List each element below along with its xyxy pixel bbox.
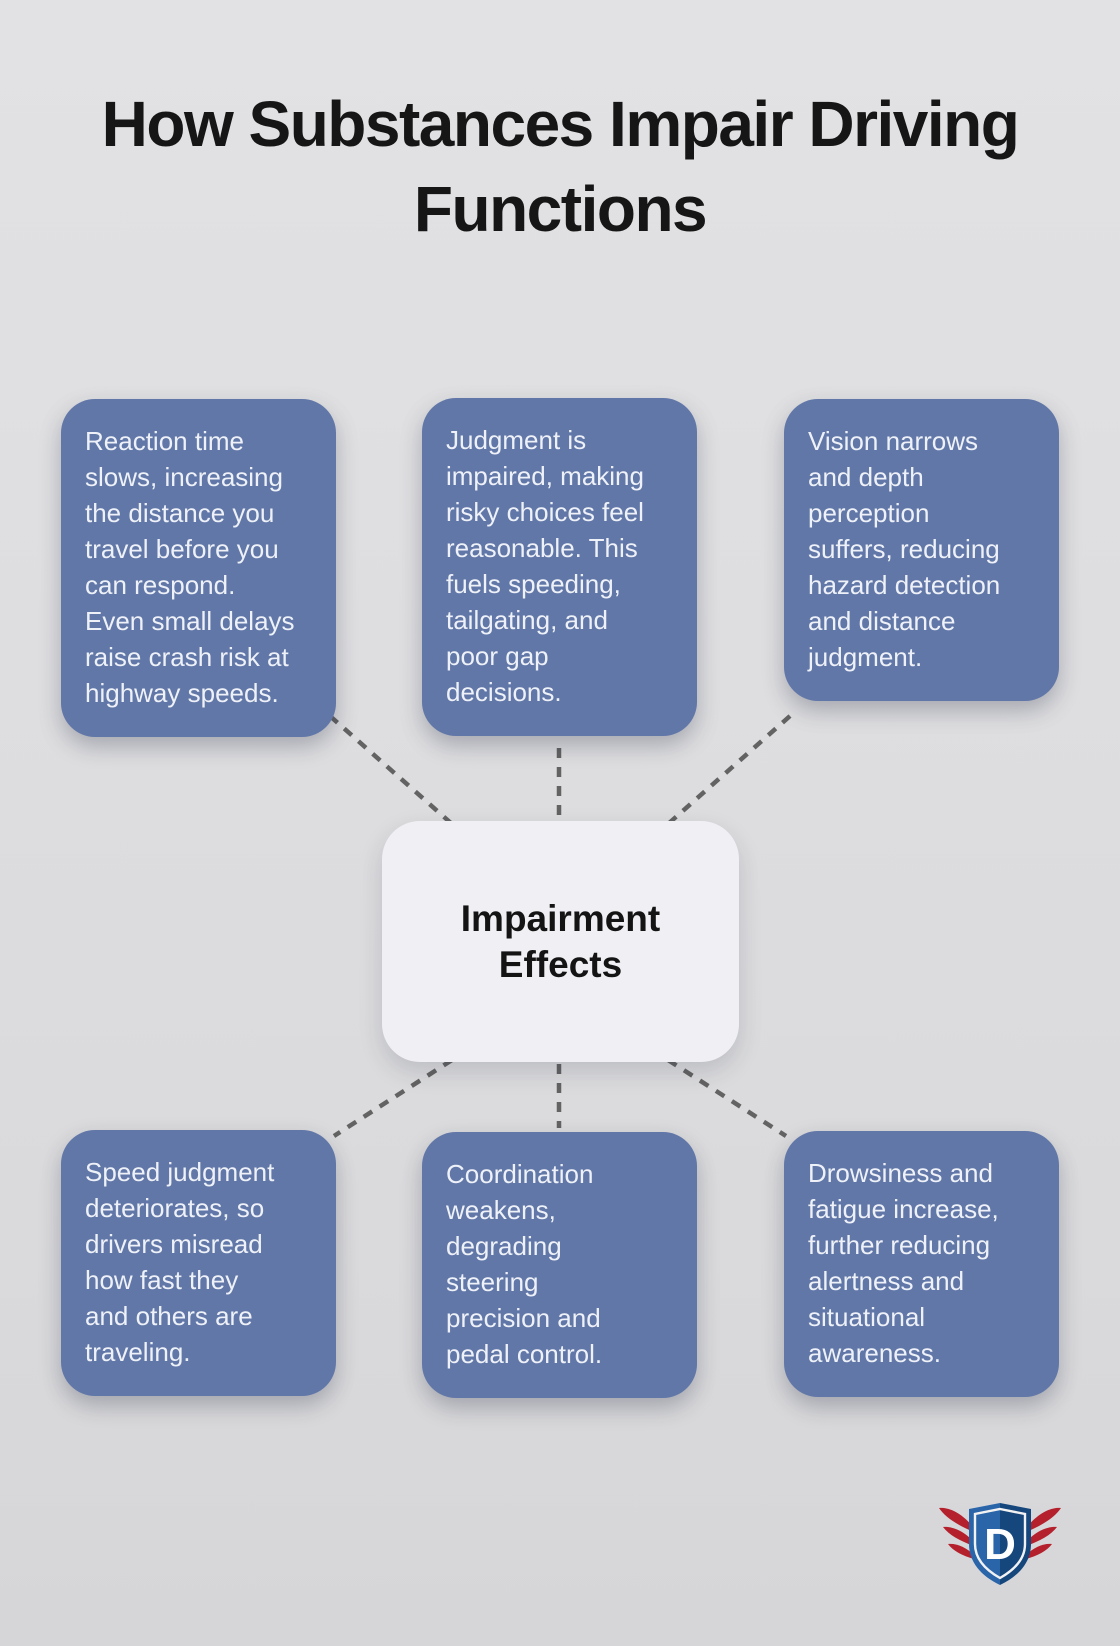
logo-wings-right xyxy=(1026,1507,1061,1559)
connector-bottom-left xyxy=(332,1058,454,1138)
node-coordination: Coordination weakens, degrading steering… xyxy=(422,1132,697,1398)
center-node-label: Impairment Effects xyxy=(460,897,661,985)
node-speed-judgment: Speed judgment deteriorates, so drivers … xyxy=(61,1130,336,1396)
node-reaction-time-text: Reaction time slows, increasing the dist… xyxy=(85,426,295,708)
center-node-impairment-effects: Impairment Effects xyxy=(382,821,739,1062)
node-speed-judgment-text: Speed judgment deteriorates, so drivers … xyxy=(85,1157,275,1367)
shield-wings-logo-icon: D xyxy=(939,1503,1061,1585)
node-drowsiness-text: Drowsiness and fatigue increase, further… xyxy=(808,1158,999,1368)
page-title: How Substances Impair Driving Functions xyxy=(101,88,1020,245)
logo-letter: D xyxy=(984,1520,1016,1569)
node-vision-text: Vision narrows and depth perception suff… xyxy=(808,426,1001,672)
logo-shield xyxy=(969,1503,1031,1585)
logo-shield-inner-border xyxy=(973,1507,1027,1580)
connector-bottom-right xyxy=(666,1058,788,1138)
node-judgment-text: Judgment is impaired, making risky choic… xyxy=(446,425,644,707)
brand-logo: D xyxy=(938,1498,1062,1590)
node-drowsiness: Drowsiness and fatigue increase, further… xyxy=(784,1131,1059,1397)
node-vision: Vision narrows and depth perception suff… xyxy=(784,399,1059,701)
node-coordination-text: Coordination weakens, degrading steering… xyxy=(446,1159,603,1369)
node-reaction-time: Reaction time slows, increasing the dist… xyxy=(61,399,336,737)
node-judgment: Judgment is impaired, making risky choic… xyxy=(422,398,697,736)
logo-wings-left xyxy=(939,1507,974,1559)
